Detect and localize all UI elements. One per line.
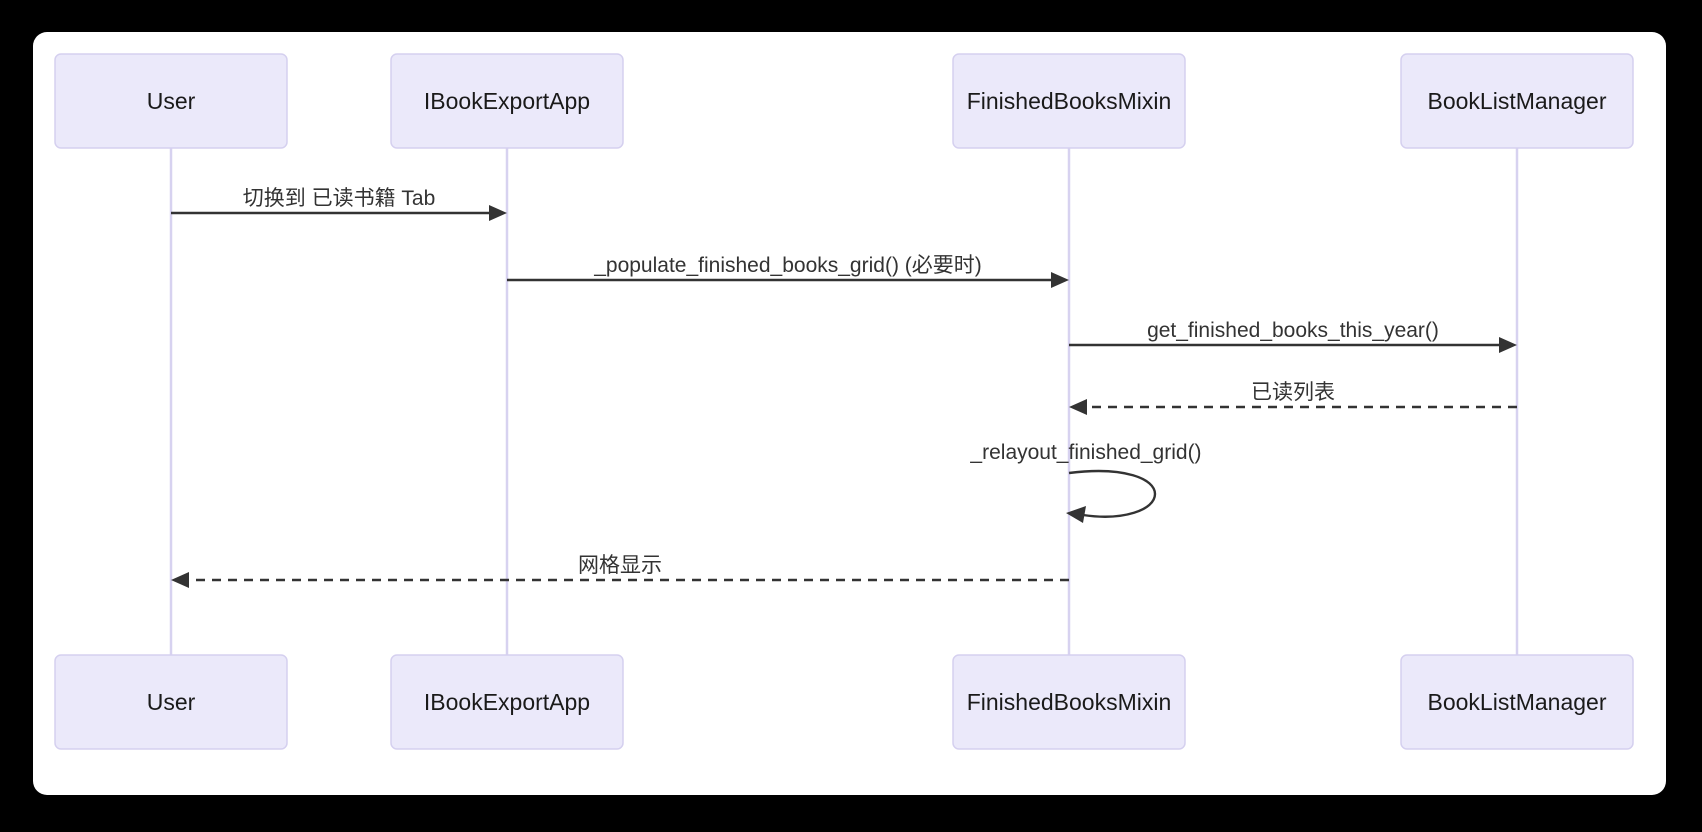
message-5-self-loop[interactable]: _relayout_finished_grid() [969, 441, 1202, 523]
participant-label-booklistmanager-top: BookListManager [1428, 88, 1607, 114]
participant-label-user-top: User [147, 88, 196, 114]
participants-bottom: User IBookExportApp FinishedBooksMixin B… [54, 654, 1634, 750]
message-5-loop-path [1068, 469, 1157, 518]
participant-bottom-ibookexportapp[interactable]: IBookExportApp [390, 654, 624, 750]
message-1-arrowhead [489, 205, 507, 221]
participant-label-ibookexportapp-bottom: IBookExportApp [424, 689, 590, 715]
participant-top-finishedbooksmixin[interactable]: FinishedBooksMixin [952, 53, 1186, 149]
message-3-arrowhead [1499, 337, 1517, 353]
message-1[interactable]: 切换到 已读书籍 Tab [171, 187, 507, 221]
message-6-label: 网格显示 [578, 554, 662, 577]
message-1-label: 切换到 已读书籍 Tab [243, 187, 436, 210]
message-6-arrowhead [171, 572, 189, 588]
message-5-arrowhead [1066, 506, 1086, 523]
message-2-label: _populate_finished_books_grid() (必要时) [593, 254, 982, 277]
participant-top-booklistmanager[interactable]: BookListManager [1400, 53, 1634, 149]
participants-top: User IBookExportApp FinishedBooksMixin B… [54, 53, 1634, 149]
message-4[interactable]: 已读列表 [1069, 381, 1517, 415]
participant-bottom-finishedbooksmixin[interactable]: FinishedBooksMixin [952, 654, 1186, 750]
lifelines [169, 148, 1519, 655]
participant-label-booklistmanager-bottom: BookListManager [1428, 689, 1607, 715]
message-2[interactable]: _populate_finished_books_grid() (必要时) [507, 254, 1069, 288]
participant-bottom-user[interactable]: User [54, 654, 288, 750]
participant-label-finishedbooksmixin-bottom: FinishedBooksMixin [967, 689, 1172, 715]
message-3[interactable]: get_finished_books_this_year() [1069, 319, 1517, 353]
participant-label-user-bottom: User [147, 689, 196, 715]
message-6[interactable]: 网格显示 [171, 554, 1069, 588]
participant-label-ibookexportapp-top: IBookExportApp [424, 88, 590, 114]
participant-top-user[interactable]: User [54, 53, 288, 149]
message-2-arrowhead [1051, 272, 1069, 288]
participant-label-finishedbooksmixin-top: FinishedBooksMixin [967, 88, 1172, 114]
diagram-card: User IBookExportApp FinishedBooksMixin B… [33, 32, 1666, 795]
participant-bottom-booklistmanager[interactable]: BookListManager [1400, 654, 1634, 750]
message-5-label: _relayout_finished_grid() [969, 441, 1201, 464]
participant-top-ibookexportapp[interactable]: IBookExportApp [390, 53, 624, 149]
message-3-label: get_finished_books_this_year() [1147, 319, 1439, 342]
sequence-diagram-svg: User IBookExportApp FinishedBooksMixin B… [54, 53, 1634, 750]
message-4-label: 已读列表 [1251, 381, 1335, 404]
message-4-arrowhead [1069, 399, 1087, 415]
